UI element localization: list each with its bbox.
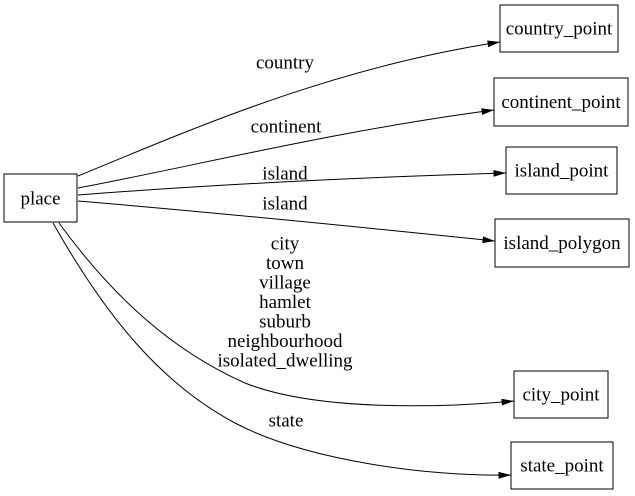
edge-place-country-point (77, 40, 501, 177)
node-country-point: country_point (499, 4, 619, 53)
edge-place-state-point (52, 222, 512, 479)
edge-label-state: state (269, 411, 304, 432)
edge-label-isolated-dwelling: isolated_dwelling (217, 351, 353, 372)
edge-place-island-polygon (77, 200, 496, 244)
edge-label-country: country (256, 53, 315, 74)
edge-label-island-polygon: island (262, 194, 308, 215)
node-island-polygon-box (494, 218, 630, 268)
node-state-point: state_point (510, 441, 614, 490)
edge-label-island-point: island (262, 164, 308, 185)
node-place: place (3, 173, 78, 223)
node-island-polygon-label: island_polygon (503, 233, 621, 254)
node-continent-point: continent_point (493, 77, 629, 127)
node-country-point-label: country_point (506, 19, 613, 40)
node-place-label: place (20, 189, 60, 210)
edge-label-neighbourhood: neighbourhood (227, 331, 343, 352)
node-state-point-box (510, 441, 614, 490)
edge-label-village: village (259, 273, 311, 294)
node-island-polygon: island_polygon (494, 218, 630, 268)
node-continent-point-box (493, 77, 629, 127)
node-place-box (3, 173, 78, 223)
edge-place-city-point (58, 222, 515, 407)
edge-label-continent: continent (251, 117, 322, 138)
edge-label-hamlet: hamlet (259, 292, 311, 313)
edge-label-city: city (271, 234, 300, 255)
edge-label-city-point-multiline: city town village hamlet suburb neighbou… (217, 234, 353, 372)
node-state-point-label: state_point (520, 456, 604, 477)
node-island-point-label: island_point (515, 161, 610, 182)
node-city-point-label: city_point (522, 385, 600, 406)
edge-place-island-point (77, 169, 507, 196)
node-island-point: island_point (505, 146, 618, 195)
node-continent-point-label: continent_point (501, 92, 621, 113)
node-city-point: city_point (513, 370, 609, 419)
edge-label-town: town (266, 253, 305, 274)
edge-place-continent-point (77, 108, 495, 189)
node-country-point-box (499, 4, 619, 53)
edge-label-suburb: suburb (259, 312, 311, 333)
node-island-point-box (505, 146, 618, 195)
node-city-point-box (513, 370, 609, 419)
